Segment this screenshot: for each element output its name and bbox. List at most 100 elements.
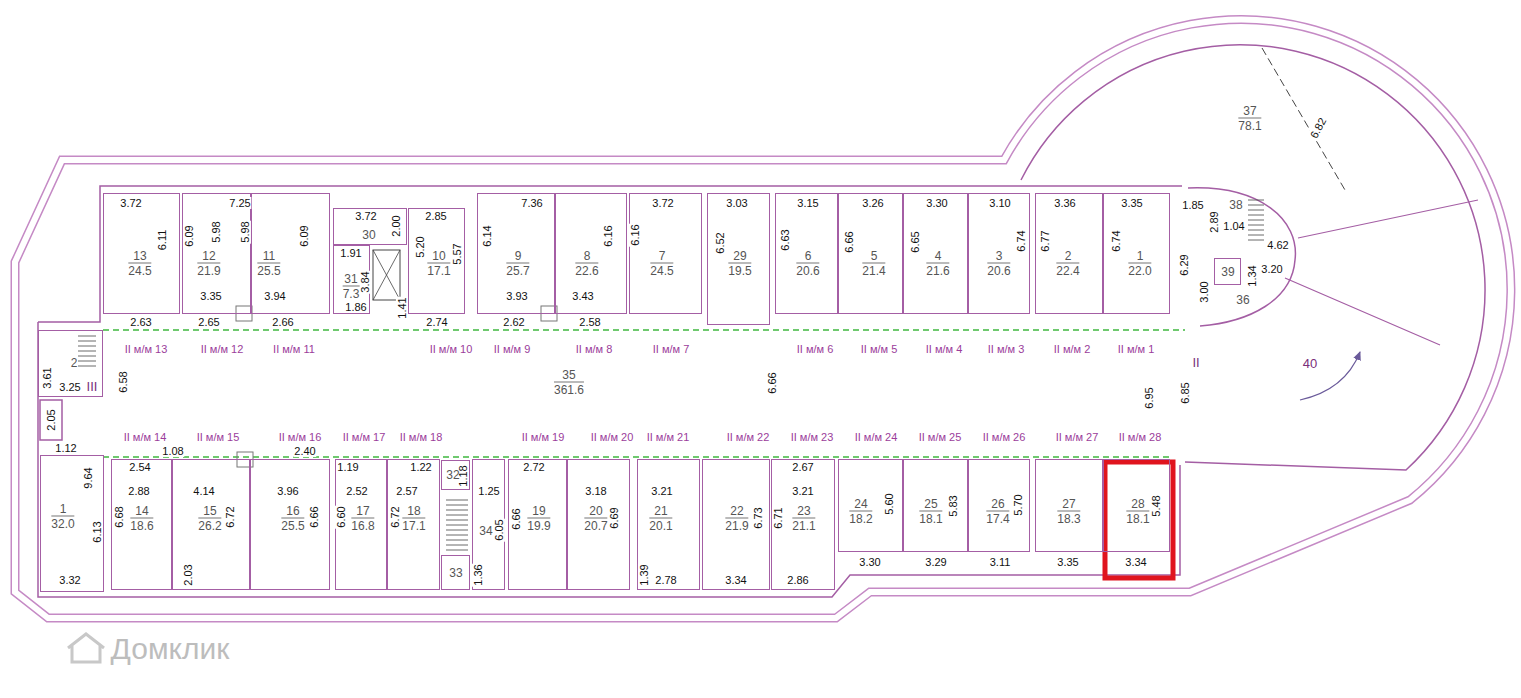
room-label: 2718.3 — [1057, 497, 1080, 526]
room-label: 35361.6 — [554, 368, 584, 397]
dimension-label: 1.36 — [472, 563, 484, 586]
dimension-label: 6.72 — [224, 505, 236, 528]
dimension-label: 3.43 — [571, 290, 594, 302]
room-label: 3778.1 — [1238, 104, 1261, 133]
room-area: 25.5 — [257, 263, 280, 278]
room-label: 2919.5 — [728, 249, 751, 278]
dimension-label: 1.12 — [54, 442, 77, 454]
room-number: 19 — [527, 504, 550, 518]
dimension-label: 6.66 — [766, 371, 778, 394]
room-number: 22 — [725, 504, 748, 518]
room-area: 21.6 — [926, 263, 949, 278]
room-label: 2321.1 — [792, 504, 815, 533]
dimension-label: 3.36 — [1053, 197, 1076, 209]
room-label: 2120.1 — [649, 504, 672, 533]
room-number: 36 — [1236, 293, 1249, 307]
room-number: 4 — [926, 249, 949, 263]
dimension-label: 3.34 — [724, 574, 747, 586]
dimension-label: 3.72 — [651, 197, 674, 209]
dimension-label: 2.52 — [345, 485, 368, 497]
room: 2020.7 — [567, 459, 630, 590]
outer-wall-gap — [15, 19, 1511, 618]
dimension-label: 2.62 — [502, 316, 525, 328]
room: 620.6 — [775, 193, 838, 314]
room-area: 19.5 — [728, 263, 751, 278]
dimension-label: 6.95 — [1143, 386, 1155, 409]
parking-label: II м/м 21 — [646, 431, 691, 443]
dimension-label: 6.69 — [608, 506, 620, 529]
room-number: 1 — [1128, 249, 1151, 263]
room-area: 78.1 — [1238, 118, 1261, 133]
room-label: 33 — [449, 566, 462, 580]
parking-label: II м/м 3 — [987, 343, 1026, 355]
room-label: 1418.6 — [130, 504, 153, 533]
room-area: 17.4 — [986, 511, 1009, 526]
dimension-label: 6.63 — [779, 228, 791, 251]
parking-label: II м/м 18 — [399, 431, 444, 443]
dimension-label: 6.11 — [156, 229, 168, 252]
room-area: 21.4 — [862, 263, 885, 278]
watermark-icon — [68, 634, 104, 662]
room-area: 26.2 — [198, 518, 221, 533]
parking-label: II м/м 22 — [726, 431, 771, 443]
room-number: 6 — [796, 249, 819, 263]
room-number: 20 — [584, 504, 607, 518]
room-number: 9 — [506, 249, 529, 263]
room-area: 18.3 — [1057, 511, 1080, 526]
dimension-label: 7.25 — [228, 197, 251, 209]
room-number: 31 — [343, 272, 360, 286]
dimension-label: 1.86 — [344, 301, 367, 313]
elevator — [373, 250, 400, 300]
elevator-cross — [373, 250, 400, 300]
room-label: 1017.1 — [427, 249, 450, 278]
room-label: 620.6 — [796, 249, 819, 278]
parking-label: II м/м 16 — [278, 431, 323, 443]
dimension-label: 2.58 — [578, 316, 601, 328]
parking-label: II м/м 17 — [342, 431, 387, 443]
room-area: 18.1 — [919, 511, 942, 526]
small-room — [40, 400, 62, 440]
room-area: 18.6 — [130, 518, 153, 533]
dimension-label: 5.48 — [1150, 494, 1162, 517]
dimension-label: 3.26 — [861, 197, 884, 209]
dimension-label: 2.86 — [786, 574, 809, 586]
dimension-label: 1.25 — [477, 485, 500, 497]
room-label: 2617.4 — [986, 497, 1009, 526]
room-number: 17 — [351, 504, 374, 518]
parking-line — [103, 330, 1185, 457]
dimension-label: 5.57 — [451, 242, 463, 265]
room-area: 32.0 — [51, 516, 74, 531]
room: 724.5 — [629, 193, 702, 314]
dimension-label: 6.58 — [117, 370, 129, 393]
dimension-label: 1.85 — [1181, 199, 1204, 211]
room-label: 1221.9 — [197, 249, 220, 278]
room-label: 320.6 — [987, 249, 1010, 278]
dimension-label: 6.52 — [714, 231, 726, 254]
dimension-label: 3.21 — [650, 485, 673, 497]
room-number: 7 — [650, 249, 673, 263]
dimension-label: 7.36 — [520, 197, 543, 209]
room-label: 1526.2 — [198, 504, 221, 533]
parking-label: II м/м 25 — [918, 431, 963, 443]
room-label: 132.0 — [51, 502, 74, 531]
room-area: 21.9 — [197, 263, 220, 278]
room-label: 2020.7 — [584, 504, 607, 533]
dimension-label: 3.96 — [276, 485, 299, 497]
dimension-label: 6.66 — [308, 505, 320, 528]
marker-label: III — [86, 380, 99, 394]
dimension-label: 4.14 — [192, 485, 215, 497]
room-label: 1625.5 — [281, 504, 304, 533]
dimension-label: 2.67 — [791, 461, 814, 473]
dimension-label: 3.72 — [119, 197, 142, 209]
room: 2718.3 — [1035, 459, 1103, 552]
room-number: 30 — [362, 228, 375, 242]
dimension-label: 6.66 — [843, 230, 855, 253]
room-label: 2518.1 — [919, 497, 942, 526]
dimension-label: 2.72 — [522, 461, 545, 473]
dimension-label: 1.34 — [1246, 264, 1258, 287]
parking-label: II м/м 1 — [1117, 343, 1156, 355]
dimension-label: 5.70 — [1012, 493, 1024, 516]
parking-label: II м/м 27 — [1055, 431, 1100, 443]
room-number: 14 — [130, 504, 153, 518]
room-label: 34 — [479, 524, 492, 538]
